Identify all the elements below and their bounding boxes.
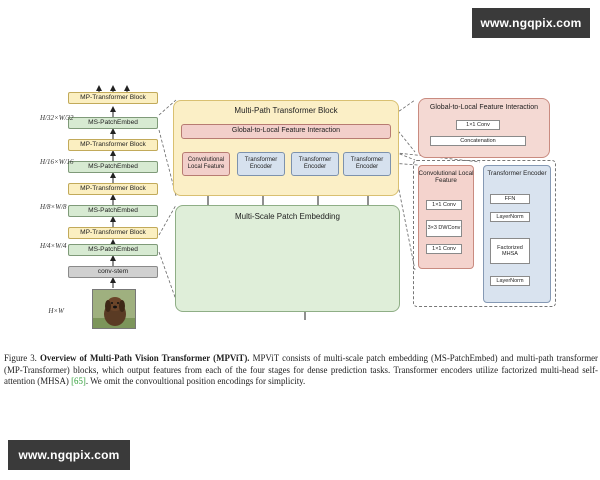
watermark-bottom: www.ngqpix.com <box>8 440 130 470</box>
stack-ms-patchembed-4: MS-PatchEmbed <box>68 117 158 129</box>
te-layernorm-bottom: LayerNorm <box>490 276 530 286</box>
stack-ms-patchembed-3: MS-PatchEmbed <box>68 161 158 173</box>
scale-label-4: H/4×W/4 <box>40 242 67 250</box>
te-factorized-mhsa: Factorized MHSA <box>490 238 530 264</box>
stack-ms-patchembed-2: MS-PatchEmbed <box>68 205 158 217</box>
figure-caption: Figure 3. Overview of Multi-Path Vision … <box>4 353 598 388</box>
stack-mp-transformer-block-3: MP-Transformer Block <box>68 139 158 151</box>
stack-mp-transformer-block-1: MP-Transformer Block <box>68 227 158 239</box>
path-conv-local-feature: Convolutional Local Feature <box>182 152 230 176</box>
path-transformer-encoder-3: Transformer Encoder <box>343 152 391 176</box>
caption-tail: . We omit the convoultional position enc… <box>85 376 306 386</box>
path-transformer-encoder-2: Transformer Encoder <box>291 152 339 176</box>
scale-label-32: H/32×W/32 <box>40 114 74 122</box>
caption-title: Overview of Multi-Path Vision Transforme… <box>39 353 250 363</box>
gli-detail-title: Global-to-Local Feature Interaction <box>429 104 539 111</box>
scale-label-16: H/16×W/16 <box>40 158 74 166</box>
input-size-label: H×W <box>48 307 64 315</box>
stack-conv-stem: conv-stem <box>68 266 158 278</box>
stack-mp-transformer-block-2: MP-Transformer Block <box>68 183 158 195</box>
caption-citation[interactable]: [65] <box>71 376 86 386</box>
ms-patch-embedding-panel <box>175 205 400 312</box>
stack-mp-transformer-block-4: MP-Transformer Block <box>68 92 158 104</box>
clf-detail-title: Convolutional Local Feature <box>418 170 474 184</box>
te-ffn: FFN <box>490 194 530 204</box>
caption-text: MPViT consists of multi-scale patch embe… <box>4 353 599 386</box>
te-detail-title: Transformer Encoder <box>487 170 547 177</box>
scale-label-8: H/8×W/8 <box>40 203 67 211</box>
gli-bar: Global-to-Local Feature Interaction <box>181 124 391 139</box>
te-layernorm-top: LayerNorm <box>490 212 530 222</box>
gli-concat-box: Concatenation <box>430 136 526 146</box>
ms-panel-title: Multi-Scale Patch Embedding <box>235 212 340 221</box>
watermark-top: www.ngqpix.com <box>472 8 590 38</box>
clf-conv1x1-bottom: 1×1 Conv <box>426 244 462 254</box>
detail-panels-frame <box>413 160 556 307</box>
mpvit-architecture-figure: MP-Transformer Block MS-PatchEmbed MP-Tr… <box>40 85 556 329</box>
caption-lead: Figure 3. <box>4 353 37 363</box>
gli-conv-box: 1×1 Conv <box>456 120 500 130</box>
path-transformer-encoder-1: Transformer Encoder <box>237 152 285 176</box>
stack-ms-patchembed-1: MS-PatchEmbed <box>68 244 158 256</box>
mp-panel-title: Multi-Path Transformer Block <box>234 106 338 115</box>
clf-dwconv: 3×3 DWConv <box>426 220 462 237</box>
mp-transformer-panel <box>173 100 399 196</box>
input-dog-image <box>92 289 136 329</box>
clf-conv1x1-top: 1×1 Conv <box>426 200 462 210</box>
